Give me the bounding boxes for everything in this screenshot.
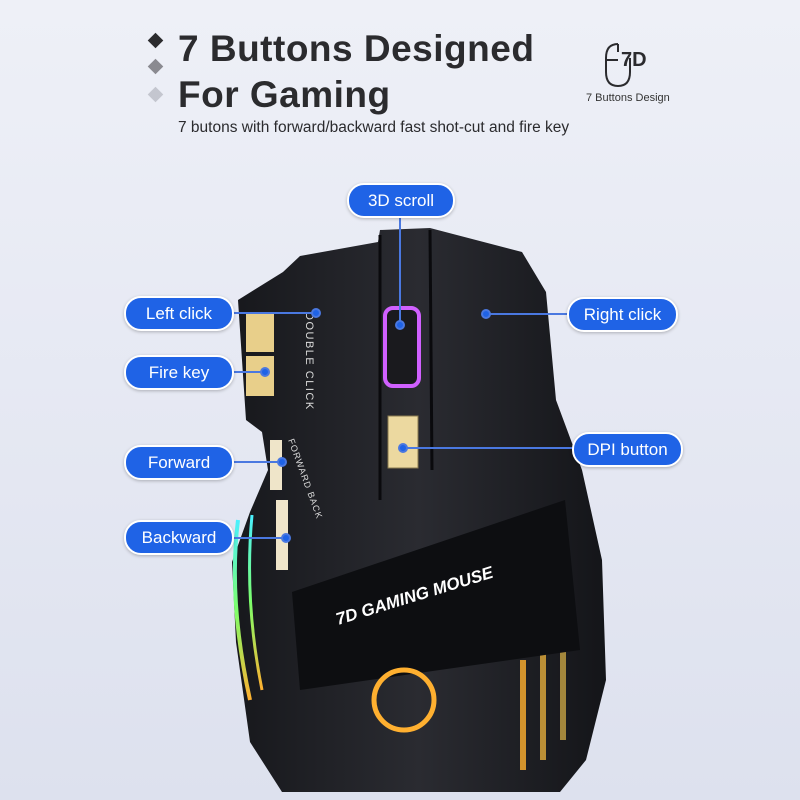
mouse-7d-icon: 7D	[605, 43, 647, 88]
callout-dpi-button: DPI button	[572, 432, 683, 467]
dragon-logo	[371, 667, 437, 733]
scroll-wheel	[383, 306, 421, 388]
side-button-left	[246, 312, 274, 352]
callout-forward: Forward	[124, 445, 234, 480]
svg-text:7D: 7D	[621, 49, 647, 71]
dpi-key	[387, 415, 419, 469]
subtitle: 7 butons with forward/backward fast shot…	[178, 119, 570, 136]
callout-backward: Backward	[124, 520, 234, 555]
page-title: 7 Buttons Designed	[178, 28, 535, 69]
callout-left-click: Left click	[124, 296, 234, 331]
callout-3d-scroll: 3D scroll	[347, 183, 455, 218]
badge-label: 7 Buttons Design	[586, 92, 670, 104]
callout-right-click: Right click	[567, 297, 678, 332]
callout-fire-key: Fire key	[124, 355, 234, 390]
page-title-line2: For Gaming	[178, 74, 391, 115]
side-button-fire	[246, 356, 274, 396]
side-button-forward	[270, 440, 282, 490]
svg-text:DOUBLE CLICK: DOUBLE CLICK	[303, 312, 315, 411]
